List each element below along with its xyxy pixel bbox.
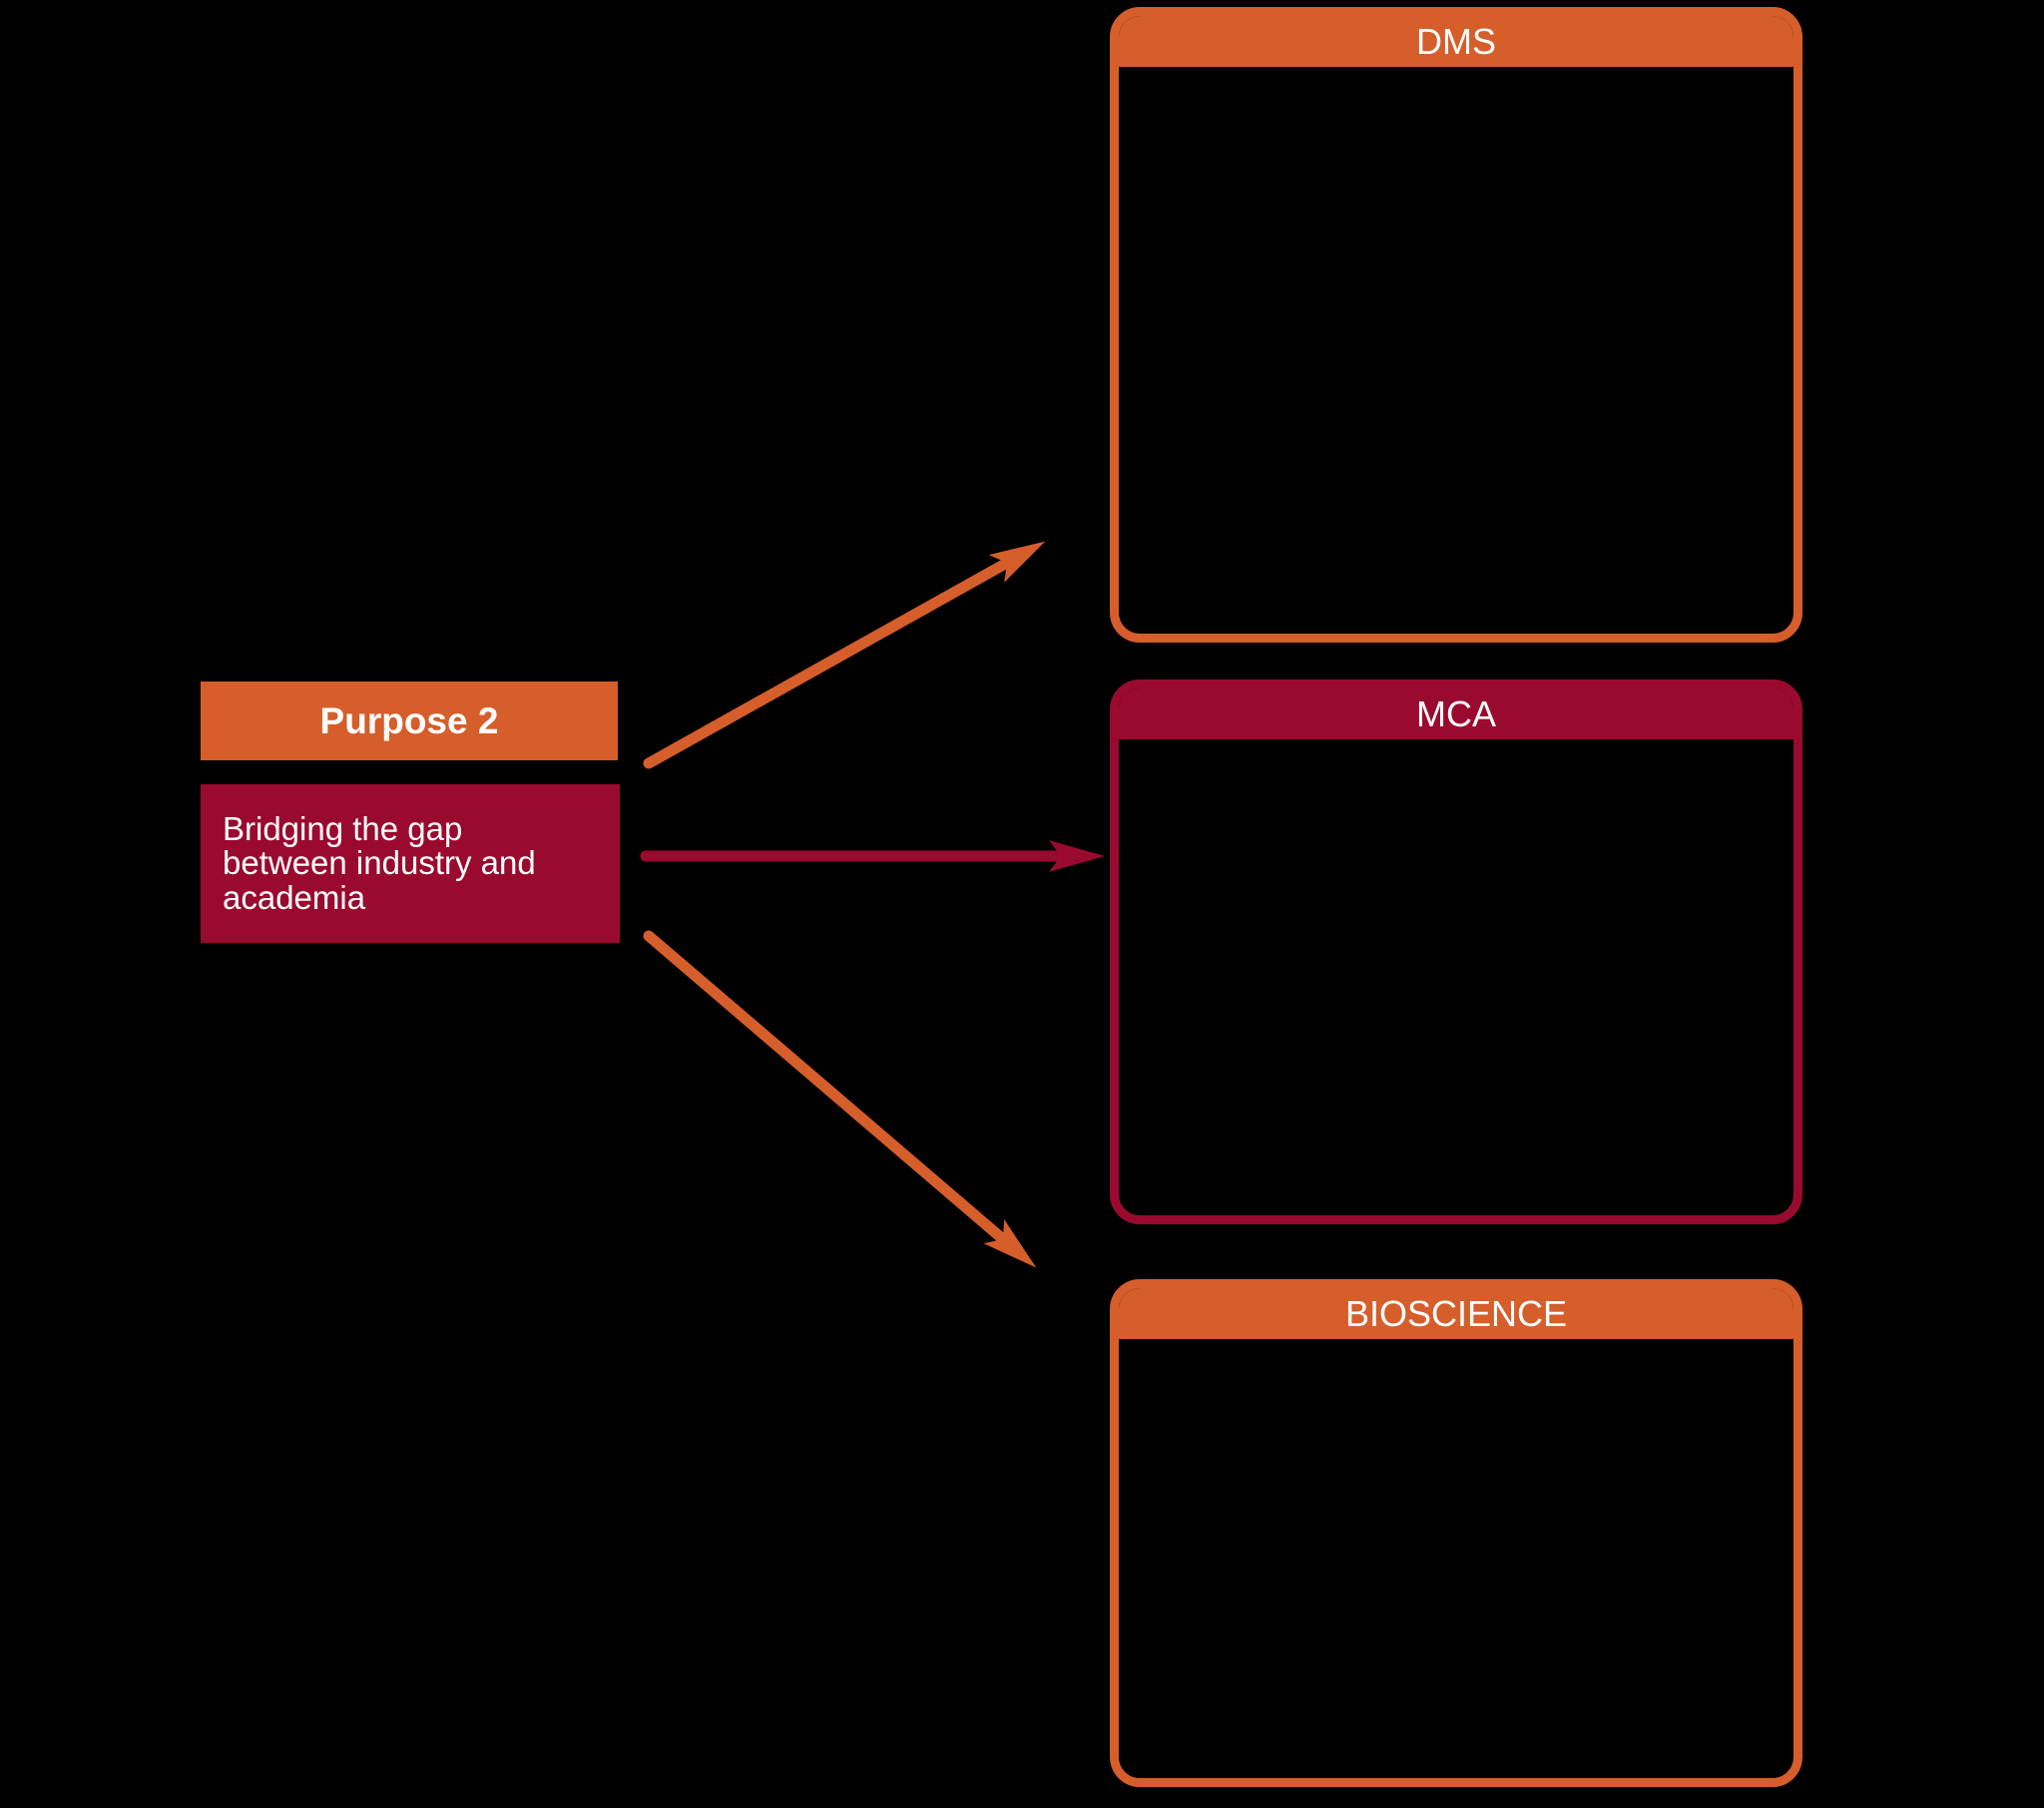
card-mca: MCA <box>1110 679 1802 1224</box>
card-mca-header: MCA <box>1119 688 1793 739</box>
purpose-title: Purpose 2 <box>319 699 499 741</box>
arrow-to-bioscience <box>643 930 1037 1268</box>
card-dms: DMS <box>1110 7 1802 643</box>
card-mca-title: MCA <box>1416 692 1496 734</box>
card-bioscience-title: BIOSCIENCE <box>1344 1292 1568 1334</box>
card-dms-header: DMS <box>1119 16 1793 67</box>
purpose-description-box: Bridging the gap between industry and ac… <box>201 784 620 943</box>
card-bioscience-header: BIOSCIENCE <box>1119 1288 1793 1339</box>
card-dms-title: DMS <box>1416 20 1496 62</box>
card-bioscience: BIOSCIENCE <box>1110 1279 1802 1787</box>
arrow-to-dms <box>643 541 1046 769</box>
purpose-header-box: Purpose 2 <box>201 681 618 760</box>
purpose-description: Bridging the gap between industry and ac… <box>223 809 536 916</box>
